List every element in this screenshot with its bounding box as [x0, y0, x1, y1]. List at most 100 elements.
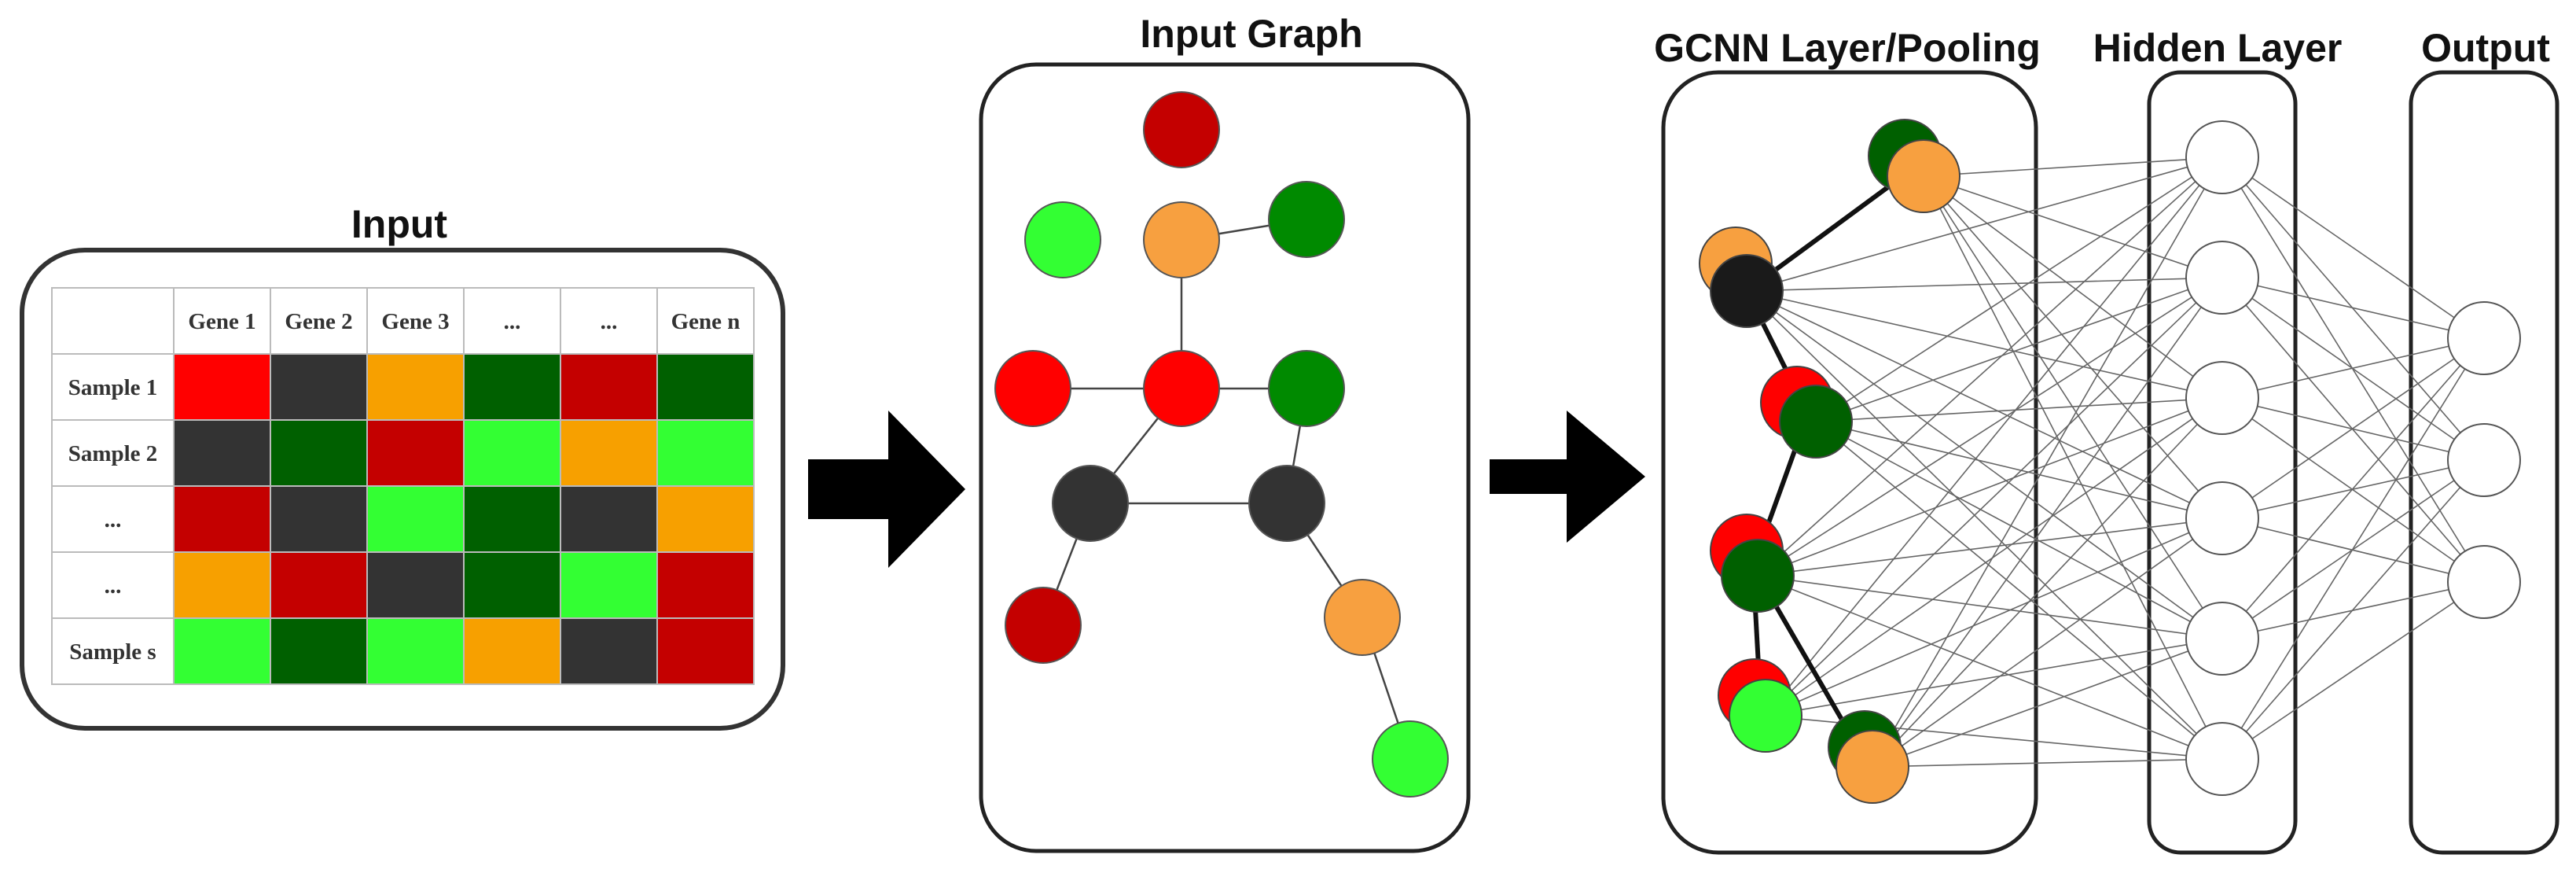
- input-graph-panel: [979, 62, 1471, 853]
- fc-edge: [2221, 277, 2485, 461]
- fc-edge: [1872, 397, 2223, 768]
- fc-edge: [2221, 581, 2485, 760]
- hidden-node: [2185, 241, 2259, 315]
- fc-edge: [1872, 157, 2223, 768]
- table-row-label: Sample 2: [68, 441, 158, 466]
- input-graph-nodes: [994, 91, 1449, 797]
- fc-edge: [1815, 421, 2223, 760]
- table-header-label: Gene 2: [285, 309, 352, 334]
- fc-edge: [1815, 277, 2223, 422]
- pooled-node-front: [1887, 139, 1960, 213]
- graph-node: [1324, 579, 1401, 656]
- fc-edge: [1757, 575, 2223, 639]
- graph-node: [1372, 720, 1449, 797]
- expression-cell: [656, 617, 755, 685]
- fc-edge: [1923, 175, 2223, 519]
- fc-edge: [1746, 157, 2223, 292]
- output-nodes: [2447, 301, 2521, 619]
- fc-edge: [1765, 518, 2223, 716]
- fc-edge: [1765, 397, 2223, 716]
- fc-edge: [1746, 277, 2223, 292]
- expression-cell: [656, 419, 755, 487]
- table-header-label: Gene 3: [381, 309, 449, 334]
- fc-edge: [1757, 397, 2223, 576]
- fc-edge: [1872, 638, 2223, 768]
- expression-cell: [270, 551, 368, 619]
- expression-cell: [560, 419, 658, 487]
- hidden-node: [2185, 361, 2259, 435]
- expression-cell: [270, 617, 368, 685]
- fc-edge: [2221, 518, 2485, 583]
- table-row-label: ...: [105, 507, 122, 532]
- output-node: [2447, 545, 2521, 619]
- table-row-label: Sample 1: [68, 375, 158, 400]
- hidden-node: [2185, 722, 2259, 796]
- expression-cell: [463, 485, 561, 553]
- expression-cell: [560, 617, 658, 685]
- fc-edge: [1757, 518, 2223, 576]
- table-header-label: ...: [601, 309, 618, 334]
- table-header-label: ...: [504, 309, 521, 334]
- pooled-node-front: [1779, 385, 1853, 459]
- fc-edge: [1872, 518, 2223, 768]
- graph-node: [1052, 465, 1129, 542]
- output-title: Output: [2421, 26, 2550, 70]
- fc-edge: [1765, 638, 2223, 716]
- fc-edge: [2221, 397, 2485, 461]
- graph-node: [1024, 201, 1101, 278]
- expression-cell: [463, 419, 561, 487]
- fc-edge: [2221, 277, 2485, 583]
- fc-edge: [2221, 157, 2485, 339]
- table-header-cell: [366, 287, 465, 355]
- fc-edge: [1746, 290, 2223, 519]
- table-header-cell: [270, 287, 368, 355]
- expression-cell: [173, 419, 271, 487]
- expression-cell: [366, 419, 465, 487]
- fc-edge: [1757, 157, 2223, 576]
- fc-edge: [1765, 157, 2223, 716]
- expression-cell: [173, 485, 271, 553]
- expression-cell: [366, 353, 465, 421]
- table-row-header: [51, 617, 175, 685]
- pooled-nodes: [1699, 119, 1960, 804]
- table-row-label: Sample s: [69, 639, 156, 665]
- fc-edge: [2221, 157, 2485, 461]
- pooled-node-front: [1721, 539, 1795, 613]
- input-title: Input: [351, 202, 448, 246]
- expression-cell: [463, 353, 561, 421]
- output-node: [2447, 423, 2521, 497]
- fc-edge: [1815, 421, 2223, 519]
- fc-edge: [1757, 277, 2223, 576]
- expression-cell: [560, 551, 658, 619]
- fc-edge: [1746, 290, 2223, 760]
- fc-edge: [1872, 758, 2223, 768]
- fc-edge: [2221, 277, 2485, 339]
- fc-edge: [2221, 157, 2485, 583]
- expression-cell: [560, 485, 658, 553]
- expression-cell: [560, 353, 658, 421]
- fc-edge: [2221, 337, 2485, 399]
- expression-cell: [173, 617, 271, 685]
- hidden-node: [2185, 481, 2259, 555]
- fc-edge: [1815, 421, 2223, 639]
- table-header-cell: [173, 287, 271, 355]
- graph-node: [1248, 465, 1325, 542]
- hidden-node: [2185, 120, 2259, 194]
- fc-edge: [2221, 397, 2485, 583]
- hidden-layer-title: Hidden Layer: [2093, 26, 2343, 70]
- fc-edge: [1923, 175, 2223, 639]
- fc-edge: [1815, 397, 2223, 422]
- table-row-header: [51, 551, 175, 619]
- expression-cell: [270, 419, 368, 487]
- expression-cell: [173, 353, 271, 421]
- fc-edge: [2221, 337, 2485, 519]
- graph-node: [1143, 350, 1220, 427]
- table-row-header: [51, 485, 175, 553]
- graph-node: [1268, 181, 1345, 258]
- fc-edge: [1815, 157, 2223, 422]
- graph-node: [1268, 350, 1345, 427]
- fc-edge: [1923, 157, 2223, 177]
- hidden-layer-nodes: [2185, 120, 2259, 796]
